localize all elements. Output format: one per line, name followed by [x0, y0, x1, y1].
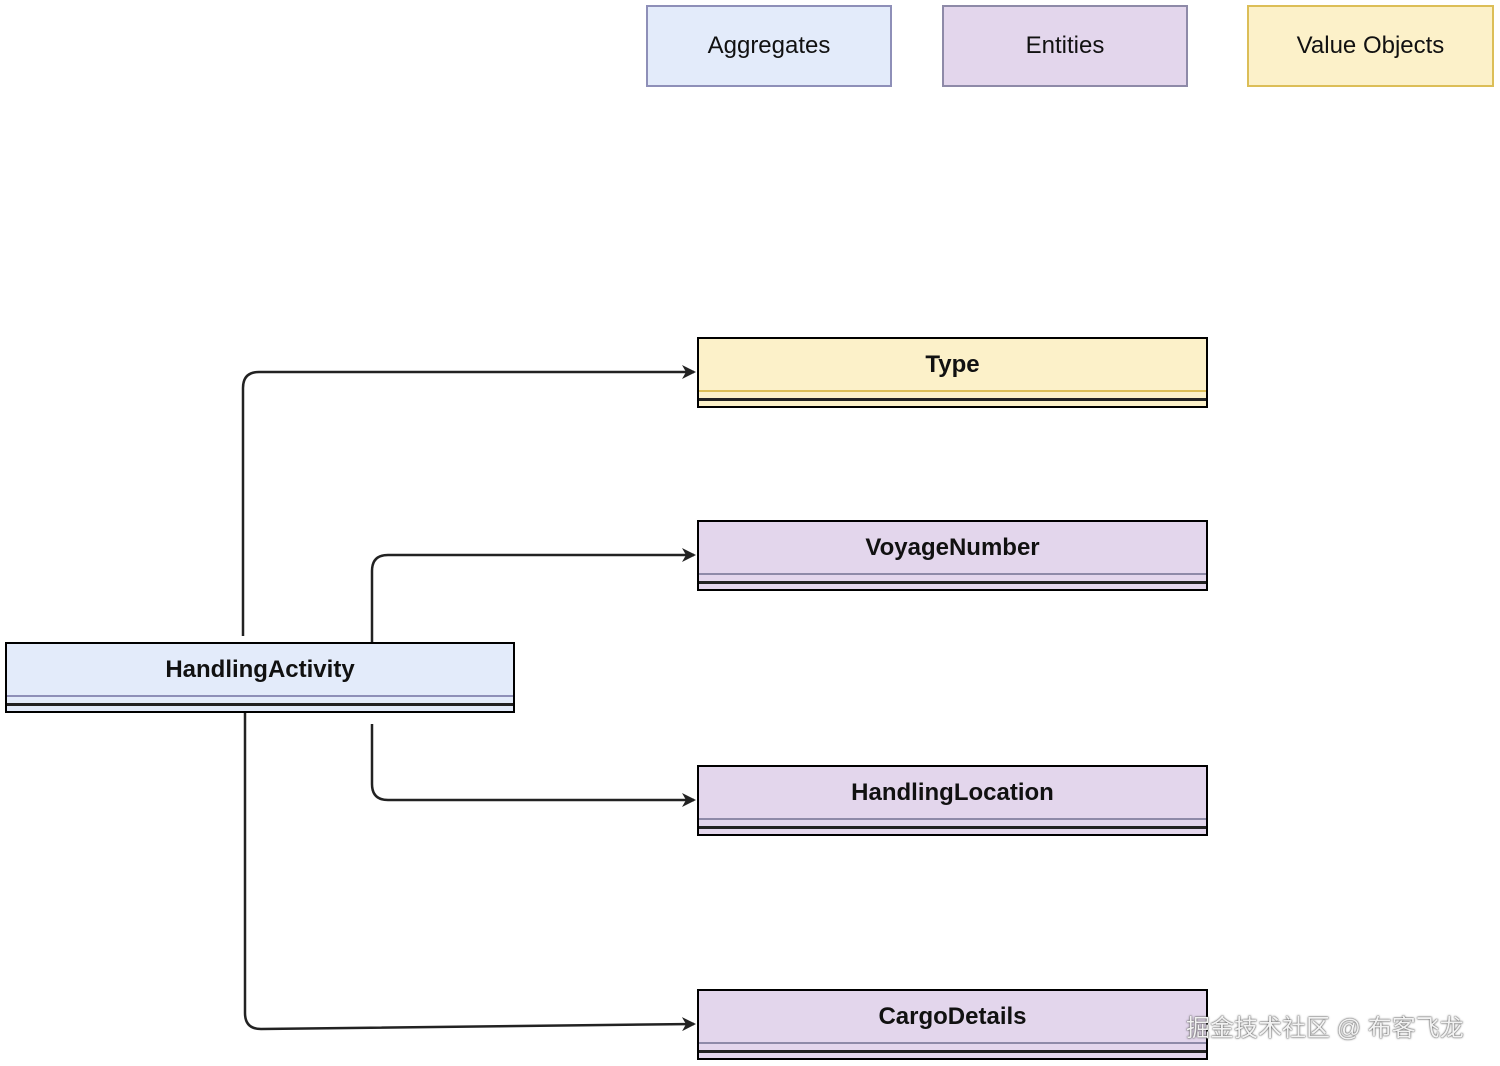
legend-entities: Entities	[942, 5, 1188, 87]
connector-to-type	[241, 365, 696, 636]
class-voyage-number-title: VoyageNumber	[865, 533, 1040, 561]
legend-aggregates-label: Aggregates	[707, 32, 831, 59]
class-handling-location: HandlingLocation	[697, 765, 1208, 836]
class-separator	[699, 581, 1206, 584]
class-separator	[7, 695, 513, 697]
legend-value-objects: Value Objects	[1247, 5, 1494, 87]
legend-entities-label: Entities	[1025, 32, 1105, 59]
class-cargo-details: CargoDetails	[697, 989, 1208, 1060]
class-separator	[699, 390, 1206, 392]
connector-to-voyage-number	[370, 548, 696, 642]
legend-aggregates: Aggregates	[646, 5, 892, 87]
class-voyage-number: VoyageNumber	[697, 520, 1208, 591]
class-handling-activity-title: HandlingActivity	[165, 655, 355, 683]
class-cargo-details-title: CargoDetails	[878, 1002, 1027, 1030]
class-type: Type	[697, 337, 1208, 408]
legend-value-objects-label: Value Objects	[1296, 32, 1445, 59]
watermark-text: 掘金技术社区 @ 布客飞龙	[1186, 1015, 1464, 1042]
class-separator	[699, 1042, 1206, 1044]
class-separator	[699, 398, 1206, 401]
class-separator	[699, 573, 1206, 575]
class-separator	[699, 1050, 1206, 1053]
class-handling-activity: HandlingActivity	[5, 642, 515, 713]
connector-to-cargo-details	[243, 712, 696, 1032]
class-handling-location-title: HandlingLocation	[851, 778, 1054, 806]
connector-to-handling-location	[370, 724, 696, 807]
class-separator	[699, 826, 1206, 829]
class-separator	[699, 818, 1206, 820]
class-separator	[7, 703, 513, 706]
class-type-title: Type	[925, 350, 980, 378]
